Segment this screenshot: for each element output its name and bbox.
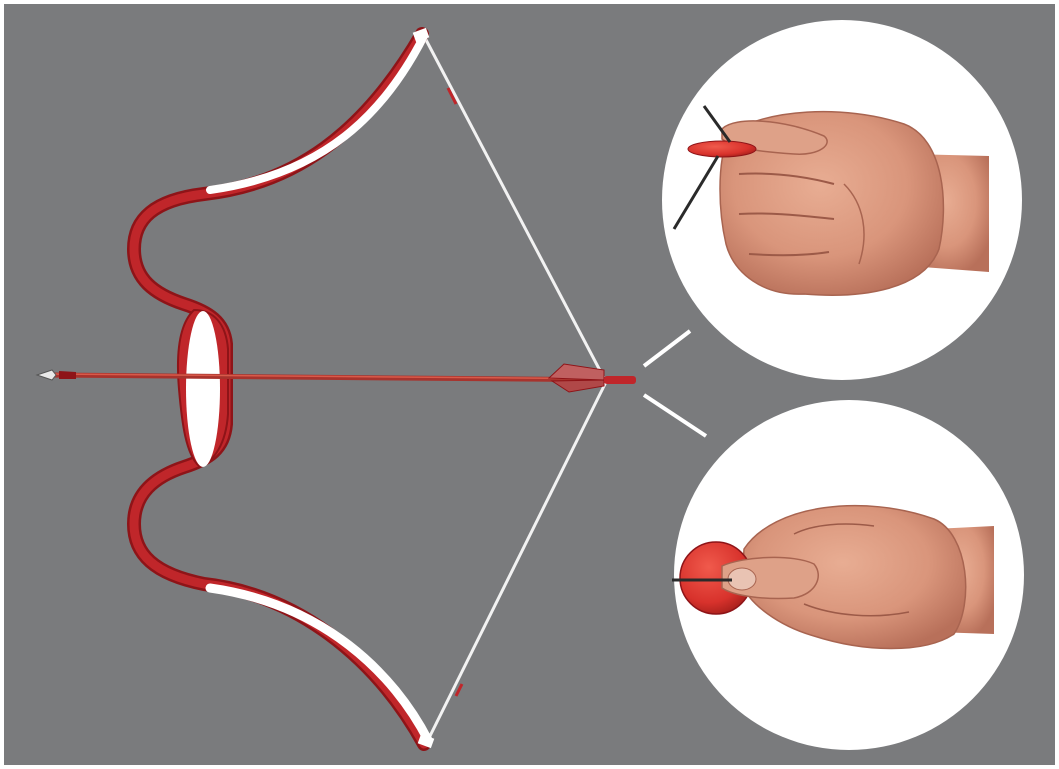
recurve-bow-icon [134,28,434,748]
arrow-icon [37,364,636,392]
bow-illustration [4,4,1055,765]
inset-bottom-circle [672,400,1024,750]
inset-connector-lines [644,331,706,436]
inset-top-circle [662,20,1022,380]
illustration-canvas [4,4,1055,765]
